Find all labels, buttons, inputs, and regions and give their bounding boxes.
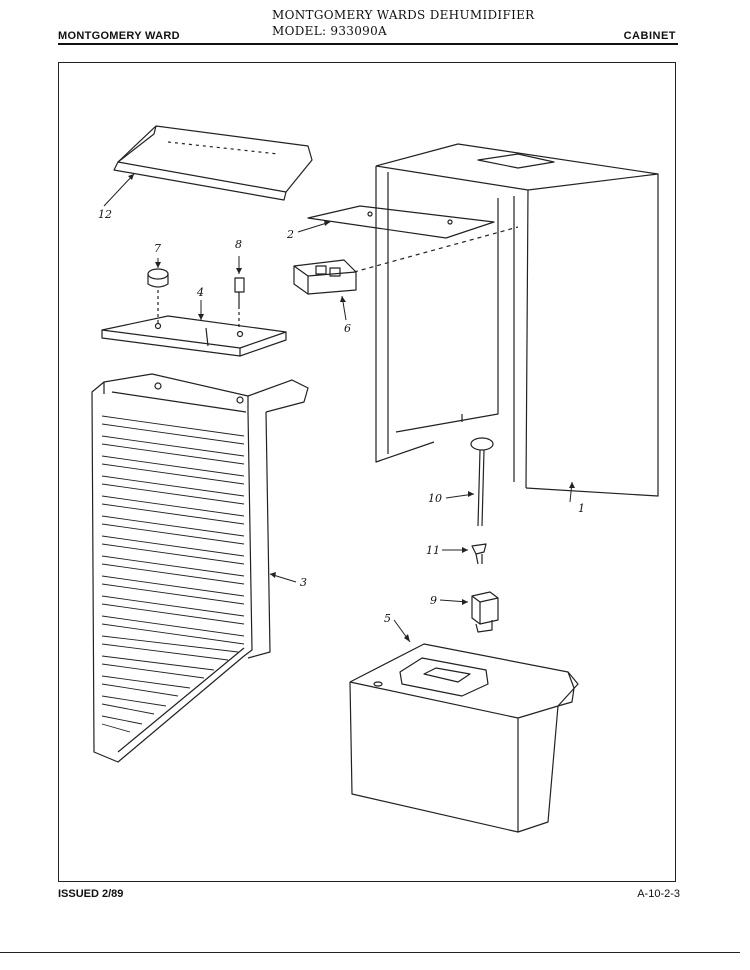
callout-2: 2: [286, 228, 294, 241]
diagram-title: MONTGOMERY WARDS DEHUMIDIFIER: [272, 8, 535, 22]
callout-1: 1: [578, 502, 585, 515]
page-code: A-10-2-3: [637, 888, 680, 900]
callout-11: 11: [426, 544, 440, 557]
part-3-grille-slats: [101, 415, 245, 733]
part-5-water-bucket: [349, 643, 579, 833]
part-8-pin: [234, 277, 245, 330]
part-11-clip: [471, 543, 487, 565]
callout-8: 8: [235, 238, 242, 251]
issued-date: ISSUED 2/89: [58, 888, 124, 900]
callout-3: 3: [300, 576, 307, 589]
leader-lines: [103, 173, 573, 643]
callout-7: 7: [154, 242, 161, 255]
part-6-control-switch: [293, 259, 357, 295]
callout-6: 6: [344, 322, 351, 335]
exploded-parts-diagram: 12 2 7 8 4 6 3 1 10 11 9 5: [91, 125, 659, 833]
part-10-float-rod: [470, 437, 494, 527]
callout-10: 10: [428, 492, 442, 505]
diagram-frame: [58, 62, 676, 882]
arrow-heads: [128, 174, 575, 642]
part-3-front-grille: [91, 373, 309, 763]
callout-12: 12: [98, 208, 112, 221]
footer-rule: [0, 952, 740, 953]
header-rule: [58, 43, 678, 45]
callout-9: 9: [430, 594, 437, 607]
callout-5: 5: [384, 612, 391, 625]
part-1-cabinet-shell: [375, 143, 659, 497]
section-label: CABINET: [623, 30, 676, 42]
part-7-knob: [147, 268, 169, 324]
part-12-top-panel: [113, 125, 313, 201]
part-9-float: [471, 591, 499, 633]
callout-4: 4: [196, 286, 204, 299]
part-2-bracket-plate: [307, 205, 519, 273]
part-4-control-plate: [101, 315, 287, 357]
model-number: MODEL: 933090A: [272, 24, 388, 38]
brand-label: MONTGOMERY WARD: [58, 30, 180, 42]
